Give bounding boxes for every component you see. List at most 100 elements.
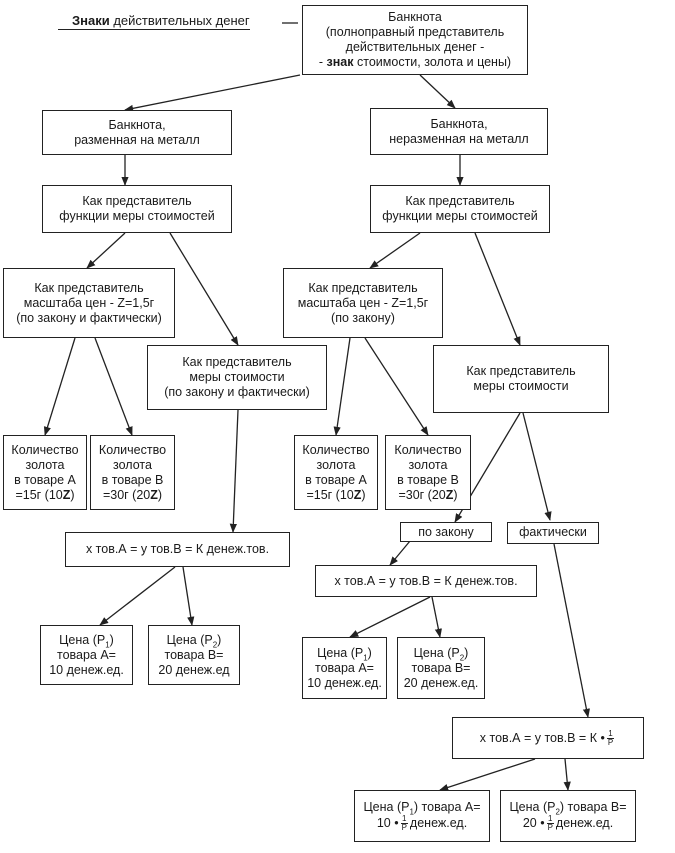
edge-actual-to-equation2 [553, 543, 590, 718]
left-gold-b-z: Z [150, 487, 158, 502]
right-price-a2-sub: 1 [409, 807, 414, 817]
right-price-a-sub: 1 [363, 653, 368, 662]
edge-right-equation-to-price-a [349, 596, 431, 638]
right-gold-b-close: ) [453, 487, 458, 502]
edge-left-function-to-scale [86, 232, 126, 269]
left-scale-line-3: (по закону и фактически) [16, 310, 162, 325]
root-line-1: Банкнота [388, 10, 442, 24]
left-scale-line-2: масштаба цен - Z=1,5г [23, 295, 155, 310]
root-line-4-post: стоимости, золота и цены) [353, 55, 512, 69]
right-price-a2-den: P [401, 823, 407, 832]
left-price-a-pre: Цена (Р [59, 632, 106, 647]
right-price-b2-num: 1 [546, 814, 554, 824]
left-measure-box: Как представитель меры стоимости (по зак… [147, 345, 327, 410]
right-price-b-line-3: 20 денеж.ед. [403, 675, 479, 690]
right-price-a2-num: 1 [400, 814, 408, 824]
left-gold-b-line-4: =30г (20Z) [103, 488, 162, 503]
left-gold-b-close: ) [157, 487, 163, 502]
right-scale-line-1: Как представитель [308, 280, 418, 295]
left-equation-box: х тов.А = у тов.В = К денеж.тов. [65, 532, 290, 567]
left-gold-b-box: Количество золота в товаре В =30г (20Z) [90, 435, 175, 510]
left-price-b-sub: 2 [212, 640, 218, 649]
left-measure-line-1: Как представитель [182, 355, 292, 369]
right-gold-a-line-4: =15г (10Z) [306, 488, 365, 503]
edge-left-equation-to-price-a [99, 566, 176, 626]
right-gold-b-line-2: золота [408, 457, 448, 472]
left-gold-a-amount: =15г (10 [15, 487, 63, 502]
by-law-text: по закону [418, 525, 474, 539]
left-price-a-line-1: Цена (Р1) [59, 632, 114, 649]
edge-right-equation-to-price-b [431, 596, 442, 638]
right-price-a2-lead: 10 • [376, 815, 399, 830]
right-equation2-main: х тов.А = у тов.В = К • [479, 730, 605, 745]
heading-bold-word: Знаки [72, 13, 110, 28]
right-price-b2-pre: Цена (Р [509, 800, 556, 814]
root-line-4-bold: знак [326, 55, 354, 69]
right-gold-b-line-4: =30г (20Z) [398, 488, 457, 503]
left-price-b-line-1: Цена (Р2) [166, 632, 222, 649]
right-price-b-pre: Цена (Р [413, 645, 460, 660]
edge-right-function-to-measure [474, 232, 521, 346]
right-price-b2-post: ) товара В= [559, 800, 627, 814]
left-price-a-line-3: 10 денеж.ед. [49, 662, 124, 677]
right-price-a-line-1: Цена (Р1) [317, 645, 372, 662]
left-gold-b-line-1: Количество [98, 442, 167, 457]
by-law-label: по закону [400, 522, 492, 542]
right-price-b2-sub: 2 [555, 807, 560, 817]
left-price-a-sub: 1 [105, 640, 110, 649]
right-gold-b-line-3: в товаре В [397, 472, 459, 487]
right-price-b2-den: P [547, 823, 553, 832]
left-gold-a-close: ) [70, 487, 75, 502]
right-scale-line-2: масштаба цен - Z=1,5г [297, 295, 429, 310]
edge-left-equation-to-price-b [182, 566, 195, 626]
left-function-line-1: Как представитель [82, 194, 192, 208]
root-line-2: (полноправный представитель [325, 25, 505, 39]
left-gold-a-line-4: =15г (10Z) [15, 488, 74, 503]
right-equation-text: х тов.А = у тов.В = К денеж.тов. [334, 573, 518, 588]
root-line-3: действительных денег - [345, 40, 485, 54]
left-scale-box: Как представитель масштаба цен - Z=1,5г … [3, 268, 175, 338]
right-scale-box: Как представитель масштаба цен - Z=1,5г … [283, 268, 443, 338]
root-banknote-box: Банкнота (полноправный представитель дей… [302, 5, 528, 75]
edge-right-scale-to-gold-b [364, 337, 429, 436]
right-branch-box: Банкнота, неразменная на металл [370, 108, 548, 155]
edge-left-measure-to-equation [229, 409, 239, 533]
right-function-line-1: Как представитель [405, 194, 515, 208]
left-price-b-pre: Цена (Р [166, 632, 213, 647]
edge-equation2-to-price-a2 [439, 758, 536, 791]
right-price-a-pre: Цена (Р [317, 645, 364, 660]
left-branch-line-1: Банкнота, [108, 117, 166, 132]
right-gold-a-close: ) [361, 487, 366, 502]
right-equation-box: х тов.А = у тов.В = К денеж.тов. [315, 565, 537, 597]
edge-left-scale-to-gold-b [94, 337, 133, 436]
left-gold-a-box: Количество золота в товаре А =15г (10Z) [3, 435, 87, 510]
right-price-a-post: ) [367, 645, 372, 660]
left-equation-text: х тов.А = у тов.В = К денеж.тов. [85, 542, 270, 556]
right-gold-a-amount: =15г (10 [306, 487, 354, 502]
edge-right-function-to-scale [369, 232, 421, 269]
heading-underline [58, 29, 250, 30]
left-measure-line-2: меры стоимости [189, 370, 285, 384]
left-gold-a-line-3: в товаре А [14, 472, 76, 487]
right-price-a2-post: ) товара А= [413, 800, 481, 814]
left-price-b-line-3: 20 денеж.ед [158, 662, 230, 677]
right-price-b2-line-1: Цена (Р2) товара В= [509, 800, 627, 817]
left-scale-line-1: Как представитель [34, 280, 144, 295]
right-gold-a-line-3: в товаре А [305, 472, 367, 487]
left-function-box: Как представитель функции меры стоимосте… [42, 185, 232, 233]
left-gold-b-line-3: в товаре В [101, 472, 164, 487]
left-price-b-box: Цена (Р2) товара В= 20 денеж.ед [148, 625, 240, 685]
left-branch-box: Банкнота, разменная на металл [42, 110, 232, 155]
left-price-a-line-2: товара А= [56, 647, 116, 662]
left-price-b-post: ) [217, 632, 222, 647]
left-gold-a-z: Z [62, 487, 71, 502]
left-branch-line-2: разменная на металл [74, 132, 200, 147]
edge-right-measure-to-actual [522, 412, 552, 521]
right-branch-line-1: Банкнота, [430, 116, 488, 131]
right-measure-box: Как представитель меры стоимости [433, 345, 609, 413]
